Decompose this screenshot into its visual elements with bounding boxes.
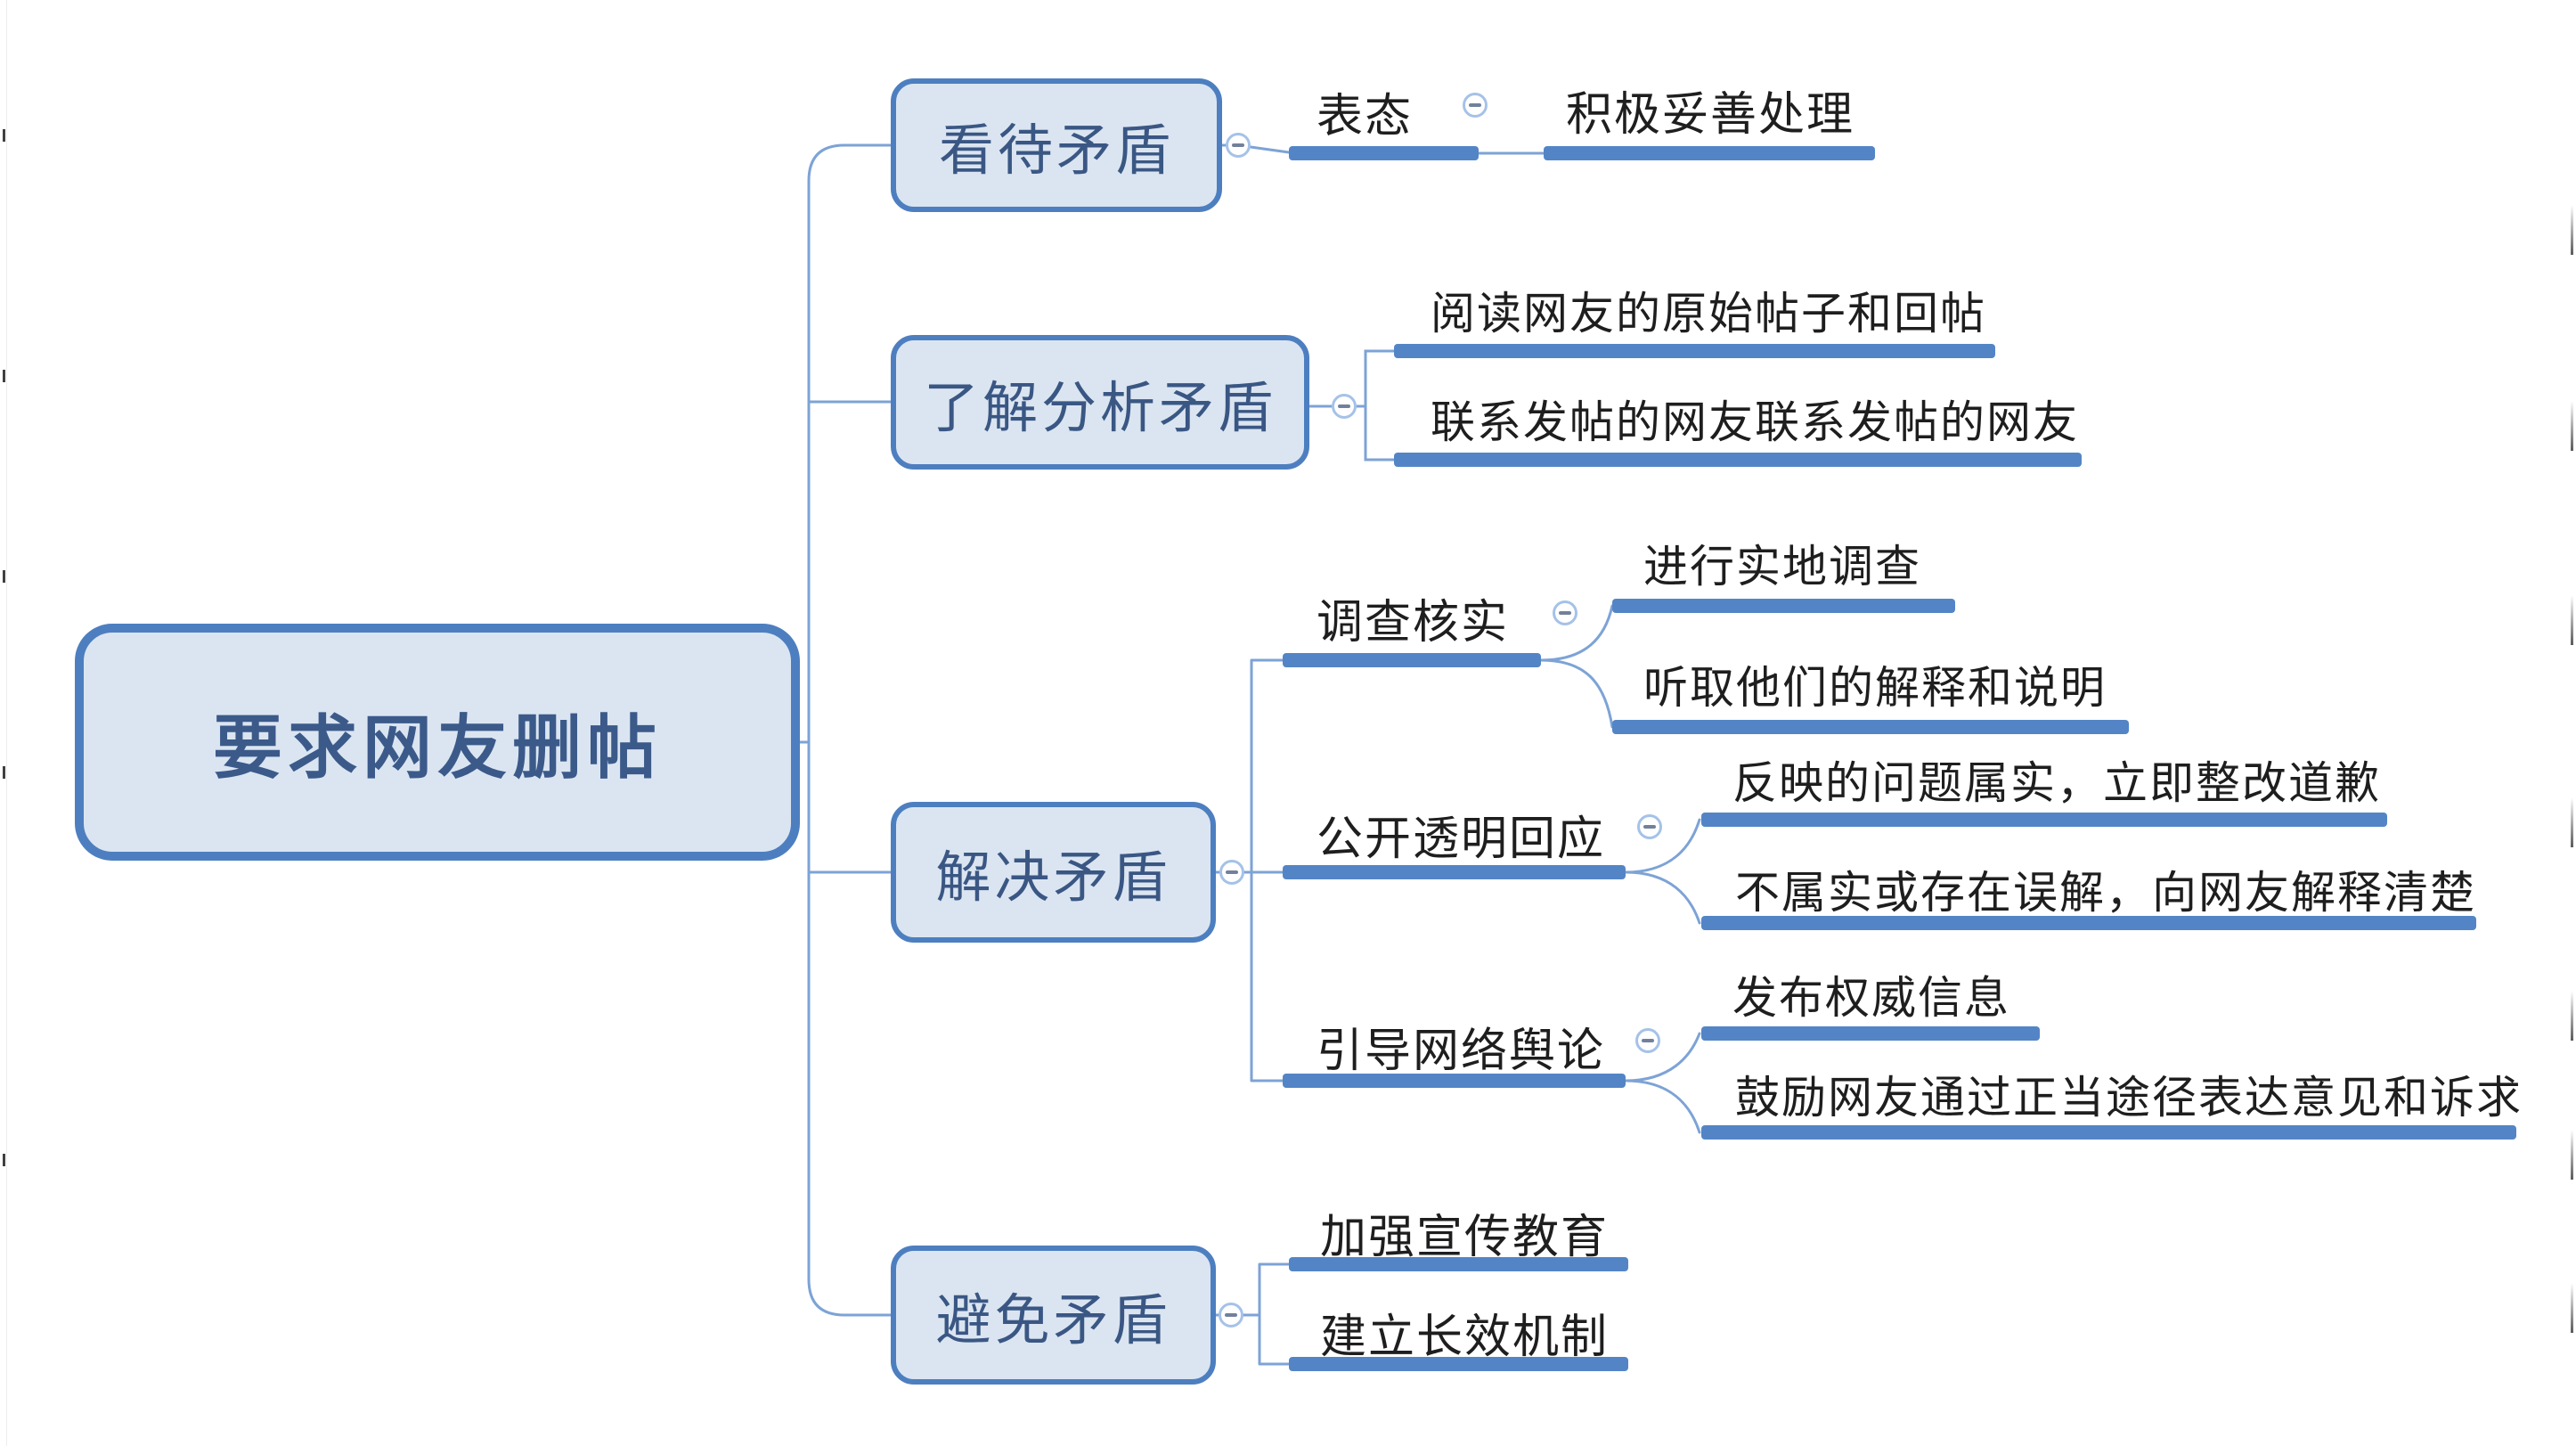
- curve-yindao-down: [1624, 1079, 1701, 1134]
- edge-tick: [2571, 401, 2573, 451]
- collapse-icon[interactable]: [1219, 860, 1244, 885]
- minus-glyph: [1469, 103, 1481, 107]
- edge-tick: [3, 370, 5, 382]
- topic-bushushi-jieshi[interactable]: 不属实或存在误解，向网友解释清楚: [1735, 868, 2476, 918]
- topic-jiji-chuli[interactable]: 积极妥善处理: [1566, 89, 1855, 141]
- root-topic[interactable]: 要求网友删帖: [75, 624, 800, 861]
- topic-underline[interactable]: [1283, 865, 1626, 879]
- topic-tingqu-jieshi[interactable]: 听取他们的解释和说明: [1643, 663, 2107, 713]
- topic-yuedu-tiezi[interactable]: 阅读网友的原始帖子和回帖: [1431, 289, 1986, 339]
- minus-glyph: [1559, 611, 1571, 615]
- topic-underline[interactable]: [1289, 1357, 1628, 1371]
- collapse-icon[interactable]: [1226, 133, 1251, 158]
- topic-shidi-diaocha[interactable]: 进行实地调查: [1643, 542, 1921, 592]
- collapse-icon[interactable]: [1463, 93, 1488, 118]
- topic-underline[interactable]: [1289, 146, 1479, 160]
- topic-underline[interactable]: [1612, 599, 1955, 613]
- topic-underline[interactable]: [1283, 653, 1541, 667]
- collapse-icon[interactable]: [1635, 1028, 1660, 1053]
- topic-view-conflict[interactable]: 看待矛盾: [891, 78, 1222, 212]
- edge-tick: [2571, 1130, 2573, 1180]
- topic-fabu-xinxi[interactable]: 发布权威信息: [1732, 973, 2010, 1023]
- topic-biaotai[interactable]: 表态: [1317, 91, 1414, 143]
- bracket-jiejue: [1214, 658, 1284, 1082]
- minus-glyph: [1226, 870, 1238, 874]
- topic-underline[interactable]: [1701, 1026, 2040, 1041]
- bracket-bimian: [1214, 1262, 1291, 1366]
- minus-glyph: [1338, 404, 1350, 408]
- edge-tick: [2571, 1283, 2573, 1333]
- topic-underline[interactable]: [1612, 720, 2129, 734]
- edge-tick: [3, 1154, 5, 1166]
- collapse-icon[interactable]: [1637, 814, 1662, 839]
- topic-underline[interactable]: [1544, 146, 1875, 160]
- topic-underline[interactable]: [1701, 916, 2476, 930]
- minus-glyph: [1225, 1313, 1237, 1317]
- topic-underline[interactable]: [1394, 344, 1995, 358]
- minus-glyph: [1642, 1039, 1654, 1042]
- edge-tick: [2571, 205, 2573, 255]
- topic-wenti-shushi[interactable]: 反映的问题属实，立即整改道歉: [1732, 758, 2381, 808]
- minus-glyph: [1232, 143, 1244, 147]
- minus-glyph: [1643, 825, 1656, 829]
- topic-underline[interactable]: [1701, 1125, 2516, 1140]
- edge-tick: [3, 570, 5, 583]
- topic-yindao-yulun[interactable]: 引导网络舆论: [1317, 1025, 1606, 1077]
- topic-diaocha-heshi[interactable]: 调查核实: [1317, 597, 1510, 649]
- edge-tick: [3, 766, 5, 779]
- edge-tick: [2571, 595, 2573, 645]
- trunk-line: [807, 143, 893, 1317]
- curve-diaocha-down: [1539, 658, 1614, 729]
- bracket-liaojie: [1308, 349, 1396, 462]
- topic-analyze-conflict[interactable]: 了解分析矛盾: [891, 335, 1309, 470]
- curve-gongkai-up: [1624, 818, 1701, 874]
- topic-underline[interactable]: [1289, 1257, 1628, 1271]
- canvas-edge-line: [6, 0, 7, 1446]
- topic-lianxi-wangyou[interactable]: 联系发帖的网友联系发帖的网友: [1431, 397, 2079, 447]
- topic-xuanchuan-jiaoyu[interactable]: 加强宣传教育: [1320, 1212, 1610, 1263]
- topic-underline[interactable]: [1394, 453, 2082, 467]
- curve-gongkai-down: [1624, 870, 1701, 925]
- topic-underline[interactable]: [1283, 1074, 1626, 1088]
- edge-tick: [3, 129, 5, 142]
- topic-changxiao-jizhi[interactable]: 建立长效机制: [1320, 1311, 1610, 1363]
- topic-guli-biaoda[interactable]: 鼓励网友通过正当途径表达意见和诉求: [1735, 1073, 2523, 1123]
- topic-solve-conflict[interactable]: 解决矛盾: [891, 802, 1216, 943]
- link-kandai-biaotai: [1220, 143, 1291, 154]
- collapse-icon[interactable]: [1553, 600, 1577, 625]
- topic-gongkai-huiying[interactable]: 公开透明回应: [1317, 813, 1606, 865]
- collapse-icon[interactable]: [1219, 1303, 1243, 1328]
- curve-diaocha-up: [1539, 604, 1614, 662]
- curve-yindao-up: [1624, 1032, 1701, 1082]
- topic-avoid-conflict[interactable]: 避免矛盾: [891, 1246, 1216, 1385]
- edge-tick: [2571, 991, 2573, 1041]
- collapse-icon[interactable]: [1332, 394, 1357, 419]
- edge-tick: [2571, 797, 2573, 847]
- topic-underline[interactable]: [1701, 813, 2387, 827]
